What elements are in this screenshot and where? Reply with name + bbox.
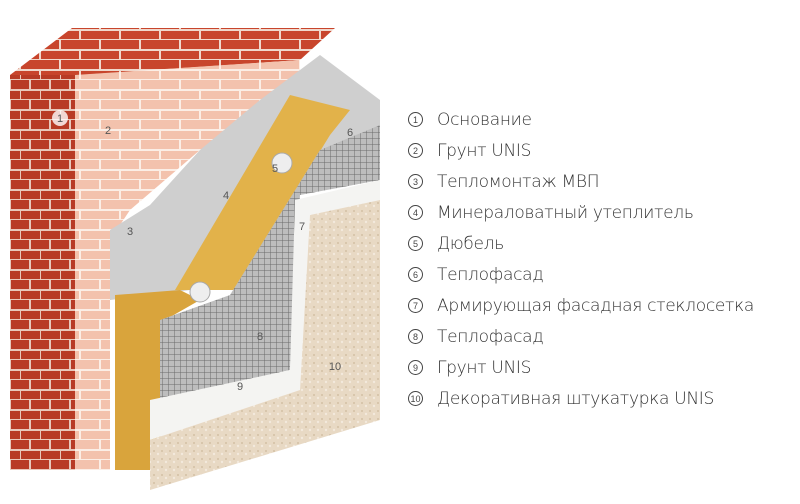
svg-text:4: 4 (223, 190, 229, 202)
marker-4: 4 (223, 190, 229, 202)
svg-text:2: 2 (105, 125, 111, 137)
circled-number-icon: 2 (408, 143, 423, 158)
circled-number-icon: 7 (408, 298, 423, 313)
marker-7: 7 (299, 221, 305, 233)
marker-10: 10 (329, 361, 341, 373)
circled-number-icon: 3 (408, 174, 423, 189)
marker-9: 9 (237, 381, 243, 393)
dowel-top (271, 152, 293, 174)
decorative-plaster (150, 200, 380, 490)
brick-side-face (10, 75, 75, 470)
wall-layers-illustration: 1 2 3 4 5 6 7 8 9 10 (10, 28, 380, 490)
circled-number-icon: 1 (408, 112, 423, 127)
primer-layer (150, 180, 380, 440)
svg-text:9: 9 (237, 381, 243, 393)
dowel-bottom (189, 281, 211, 303)
marker-3: 3 (127, 226, 133, 238)
circled-number-icon: 9 (408, 360, 423, 375)
circled-number-icon: 8 (408, 329, 423, 344)
circled-number-icon: 10 (408, 391, 423, 406)
circled-number-icon: 6 (408, 267, 423, 282)
marker-2: 2 (105, 125, 111, 137)
svg-text:10: 10 (329, 361, 341, 373)
marker-6: 6 (347, 127, 353, 139)
brick-top-face (10, 28, 335, 75)
circled-number-icon: 4 (408, 205, 423, 220)
marker-1: 1 (52, 110, 68, 126)
marker-5: 5 (272, 163, 278, 175)
svg-text:5: 5 (272, 163, 278, 175)
marker-8: 8 (257, 331, 263, 343)
svg-text:3: 3 (127, 226, 133, 238)
svg-text:7: 7 (299, 221, 305, 233)
svg-text:1: 1 (57, 113, 63, 125)
brick-primed-face (75, 60, 300, 470)
mesh-layer (160, 125, 380, 400)
svg-text:6: 6 (347, 127, 353, 139)
insulation-lower (115, 290, 200, 470)
circled-number-icon: 5 (408, 236, 423, 251)
svg-text:8: 8 (257, 331, 263, 343)
insulation-board (175, 95, 350, 290)
